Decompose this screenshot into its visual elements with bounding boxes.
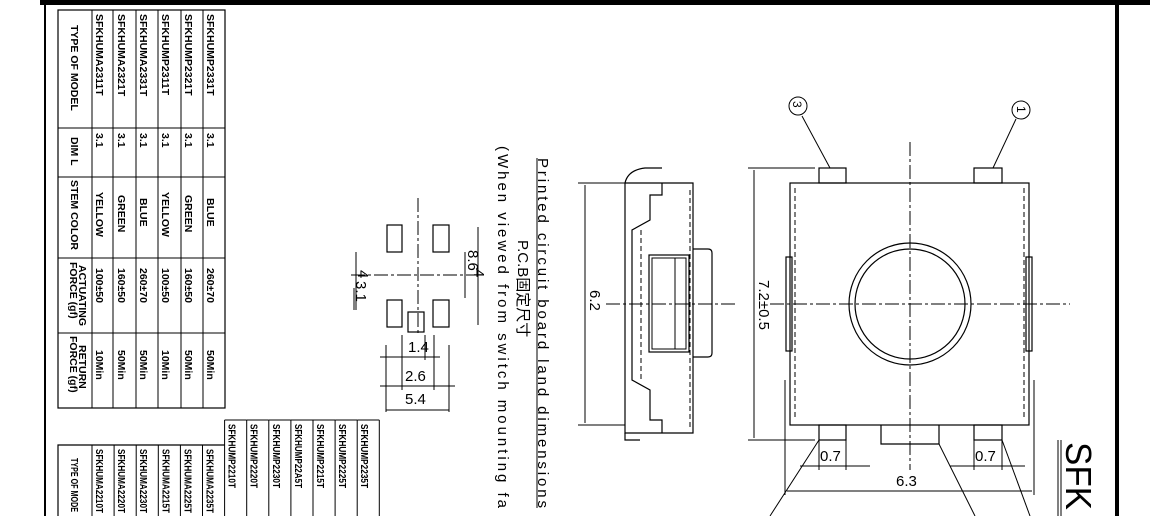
cell-return: 10Min [93,350,105,380]
header-stem-color: STEM COLOR [68,180,80,250]
cell-model: SFKHUMA2215T [159,449,171,513]
cell-actuating: 100±50 [93,268,105,303]
cell-dim: 3.1 [115,133,127,148]
cell-color: YELLOW [159,192,171,237]
cell-return: 50Min [115,350,127,380]
cell-color: BLUE [137,198,149,227]
cell-actuating: 160±50 [182,268,194,303]
pcb-cn-label: P.C.B固定尺寸 [514,240,531,337]
dim-0-7-left: 0.7 [820,448,841,465]
cell-model: SFKHUMA2225T [181,449,193,513]
cell-dim: 3.1 [204,133,216,148]
spec-table-lower: TYPE OF MODE SFKHUMA2210T SFKHUMA2220T SFK… [57,419,380,516]
cell-model: SFKHUMA2321T [115,14,127,97]
side-view: 6.2 [578,167,735,441]
cell-model: SFKHUMP2215T [314,424,326,488]
cell-model: SFKHUMA2230T [137,449,149,513]
table-row: SFKHUMP2331T 3.1 BLUE 260±70 50Min [204,14,216,380]
cell-model: SFKHUMP2230T [270,424,282,488]
dim-1-4: 1.4 [408,339,429,356]
cell-model: SFKHUMP2311T [159,14,171,96]
cell-model: SFKHUMA2331T [137,14,149,97]
cell-dim: 3.1 [182,133,194,148]
header-model-lower: TYPE OF MODE [68,458,80,512]
top-view: 3 1 7.2±0.5 6.3 0.7 0.7 [748,96,1070,516]
cell-model: SFKHUMP2220T [248,424,260,488]
cell-dim: 3.1 [137,133,149,148]
cell-model: SFKHUMP22A5T [292,424,304,488]
dim-4-outer: 4 [470,269,487,277]
cell-return: 50Min [182,350,194,380]
table-row: SFKHUMP2321T 3.1 GREEN 160±50 50Min [182,14,194,380]
dim-2-6: 2.6 [405,368,426,385]
spec-table-upper: TYPE OF MODEL DIM L STEM COLOR ACTUATING… [57,9,226,409]
pcb-title: Printed circuit board land dimensions [534,158,551,508]
dim-8-6: 8.6 [464,250,481,271]
table-row: SFKHUMA2311T 3.1 YELLOW 100±50 10Min [93,14,105,380]
cell-return: 10Min [159,350,171,380]
dim-5-4: 5.4 [405,391,426,408]
header-return-unit: FORCE (gf) [67,336,79,393]
cell-return: 50Min [204,350,216,380]
dim-7-2: 7.2±0.5 [755,280,772,330]
cell-model: SFKHUMP2225T [336,424,348,488]
table-row: SFKHUMP2311T 3.1 YELLOW 100±50 10Min [159,14,171,380]
pcb-land-pattern: 8.6 4 4 3.1 1.4 2.6 5.4 [351,198,487,412]
dim-6-3: 6.3 [896,473,917,490]
cell-color: BLUE [204,198,216,227]
dim-0-7-right: 0.7 [975,448,996,465]
cell-actuating: 260±70 [137,268,149,303]
cell-color: GREEN [115,195,127,232]
cell-model: SFKHUMA2235T [204,449,216,513]
callout-3: 3 [790,101,804,108]
cell-model: SFKHUMP2235T [358,424,370,488]
cell-actuating: 260±70 [204,268,216,303]
cell-dim: 3.1 [159,133,171,148]
header-dim: DIM L [68,137,80,166]
cell-model: SFKHUMA2311T [93,14,105,96]
cell-return: 50Min [137,350,149,380]
cell-model: SFKHUMA2220T [115,449,127,513]
callout-3-circle [788,96,808,116]
cell-actuating: 160±50 [115,268,127,303]
dim-3-1: 3.1 [352,281,369,302]
dim-6-2: 6.2 [586,290,603,311]
dim-4-left: 4 [354,270,371,278]
callout-1-circle [1011,100,1031,120]
cell-color: YELLOW [93,192,105,237]
cell-color: GREEN [182,195,194,232]
table-row: SFKHUMA2321T 3.1 GREEN 160±50 50Min [115,14,127,380]
header-actuating-unit: FORCE (gf) [67,262,79,319]
cell-model: SFKHUMP2321T [182,14,194,96]
cell-actuating: 100±50 [159,268,171,303]
drawing-title: SFK [1058,442,1099,510]
cell-dim: 3.1 [93,133,105,148]
viewed-note: (When viewed from switch mounting fa [494,146,511,509]
header-actuating: ACTUATING [76,265,88,326]
header-return: RETURN [76,345,88,389]
cell-model: SFKHUMA2210T [93,449,105,513]
callout-1: 1 [1014,106,1028,113]
cell-model: SFKHUMP2331T [204,14,216,96]
header-model: TYPE OF MODEL [68,25,80,111]
table-row: SFKHUMA2331T 3.1 BLUE 260±70 50Min [137,14,149,380]
cell-model: SFKHUMP2210T [226,424,238,488]
